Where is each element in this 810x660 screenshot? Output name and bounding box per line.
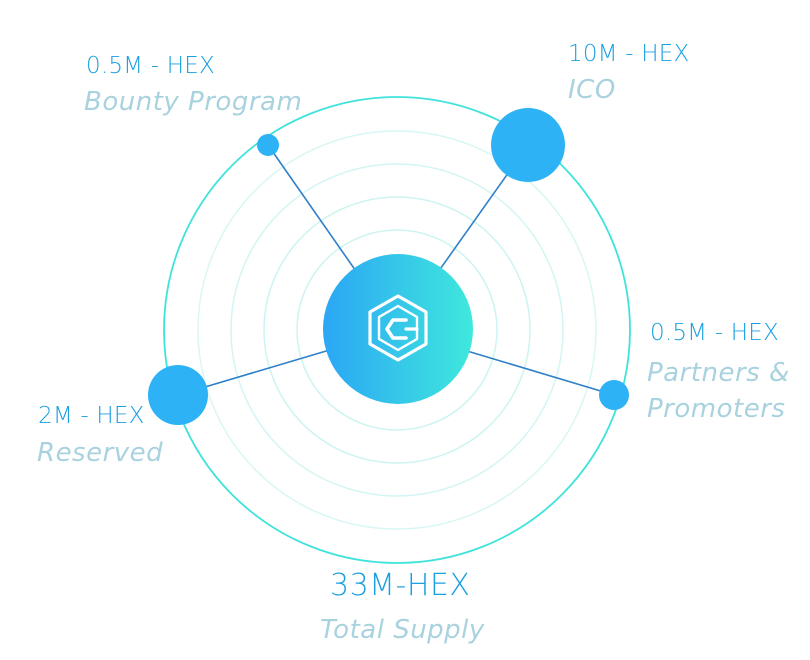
bounty-name: Bounty Program xyxy=(84,87,303,117)
reserved-amount: 2M - HEX xyxy=(38,403,145,429)
ico-amount: 10M - HEX xyxy=(568,41,690,67)
inner-ring-1 xyxy=(296,229,498,431)
partners-name-line1: Partners & xyxy=(647,358,790,388)
node-partners xyxy=(599,380,629,410)
inner-ring-2 xyxy=(263,196,531,464)
node-reserved xyxy=(148,365,208,425)
outer-ring xyxy=(163,96,631,564)
bounty-amount: 0.5M - HEX xyxy=(86,53,215,79)
total-name: Total Supply xyxy=(320,615,485,645)
node-ico xyxy=(491,108,565,182)
node-bounty xyxy=(257,134,279,156)
inner-ring-3 xyxy=(230,163,564,497)
inner-ring-4 xyxy=(197,130,597,530)
total-amount: 33M-HEX xyxy=(330,568,471,603)
ico-name: ICO xyxy=(568,75,616,105)
hub-circle xyxy=(323,254,473,404)
partners-name-line2: Promoters xyxy=(647,394,786,424)
partners-amount: 0.5M - HEX xyxy=(650,320,779,346)
hexagon-logo-icon xyxy=(368,294,428,362)
reserved-name: Reserved xyxy=(37,438,164,468)
